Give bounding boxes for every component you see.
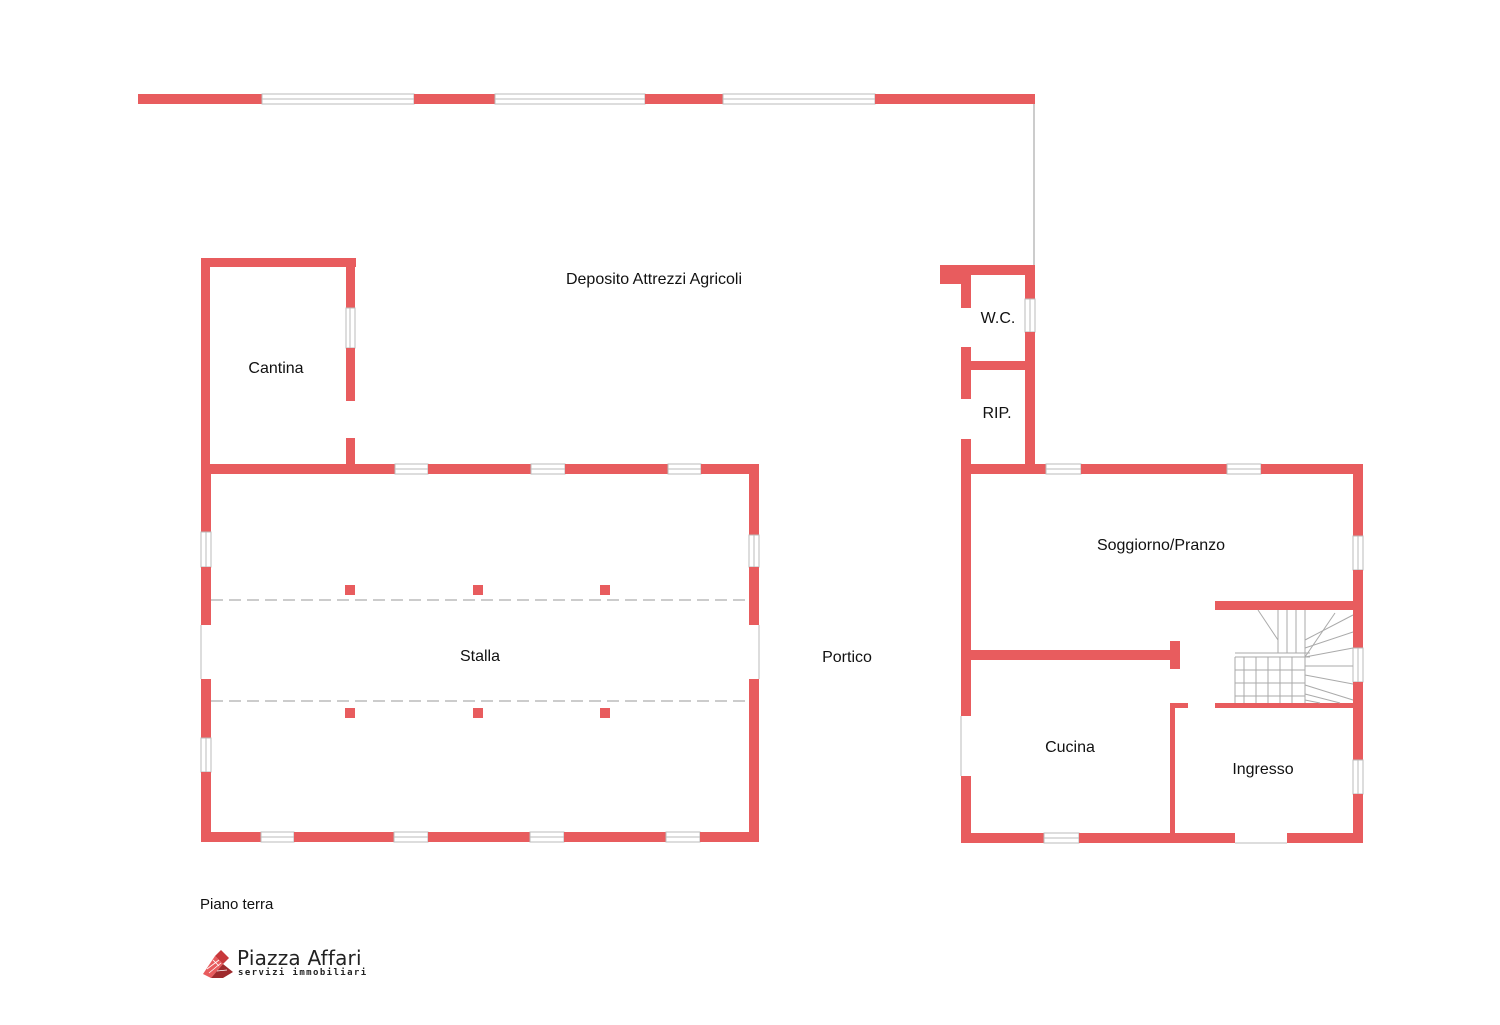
pillar <box>345 585 355 595</box>
label-stalla: Stalla <box>459 648 501 665</box>
label-soggiorno: Soggiorno/Pranzo <box>1096 537 1226 554</box>
label-cucina: Cucina <box>1045 739 1095 756</box>
logo-mark-icon <box>203 950 233 978</box>
staircase <box>1234 609 1354 704</box>
pillar <box>473 708 483 718</box>
cantina-walls <box>201 258 356 470</box>
stalla-walls <box>200 463 760 843</box>
agency-logo: Piazza Affari servizi immobiliari <box>203 946 378 982</box>
pillar <box>600 708 610 718</box>
label-cantina: Cantina <box>248 360 304 377</box>
deposito-top-wall <box>138 93 1035 105</box>
pillar <box>345 708 355 718</box>
pillar <box>473 585 483 595</box>
wc-rip-walls <box>940 265 1036 470</box>
label-ingresso: Ingresso <box>1232 761 1294 778</box>
house-walls <box>960 463 1364 844</box>
label-portico: Portico <box>822 649 872 666</box>
stalla-pillars <box>345 585 610 718</box>
pillar <box>600 585 610 595</box>
label-wc: W.C. <box>980 310 1016 327</box>
label-rip: RIP. <box>982 405 1012 422</box>
logo-tagline: servizi immobiliari <box>238 968 368 978</box>
floor-label: Piano terra <box>200 896 274 913</box>
label-deposito: Deposito Attrezzi Agricoli <box>565 271 743 288</box>
logo-name: Piazza Affari <box>237 946 362 970</box>
